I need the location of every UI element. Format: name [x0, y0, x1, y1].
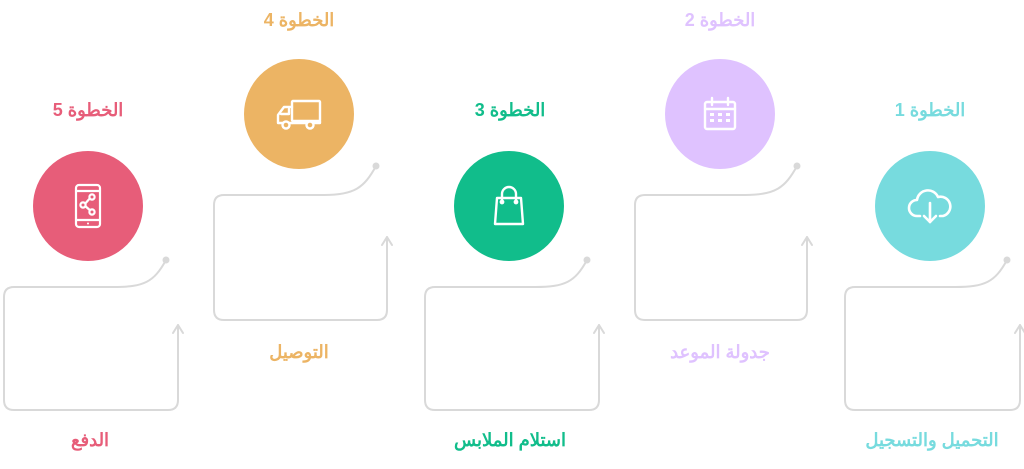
cloud-download-icon [907, 189, 952, 224]
step-1-circle [875, 151, 985, 261]
connector-step-4 [213, 162, 393, 321]
step-2-title: الخطوة 2 [684, 10, 756, 30]
step-3-circle [454, 151, 564, 261]
step-2-caption: جدولة الموعد [670, 342, 770, 362]
step-4-title: الخطوة 4 [263, 10, 335, 30]
connector-step-2 [634, 162, 813, 321]
step-1-title: الخطوة 1 [894, 100, 966, 120]
calendar-icon [703, 96, 737, 131]
step-3-caption: استلام الملابس [454, 430, 566, 450]
step-3-title: الخطوة 3 [474, 100, 546, 120]
connector-step-5 [3, 256, 184, 411]
step-5-title: الخطوة 5 [52, 100, 124, 120]
shopping-bag-icon [493, 185, 525, 226]
step-2-circle [665, 59, 775, 169]
step-5-circle [33, 151, 143, 261]
connector-step-3 [424, 256, 605, 411]
truck-icon [276, 99, 322, 130]
step-1-caption: التحميل والتسجيل [865, 430, 999, 450]
phone-share-icon [74, 183, 102, 229]
step-5-caption: الدفع [70, 430, 110, 450]
step-4-circle [244, 59, 354, 169]
connector-step-1 [844, 256, 1024, 411]
step-4-caption: التوصيل [269, 342, 329, 362]
